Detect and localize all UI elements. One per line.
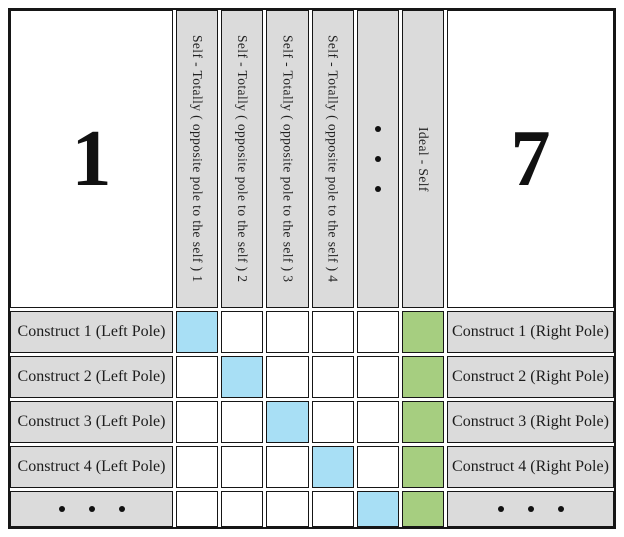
column-header-self-4: Self - Totally ( opposite pole to the se… [311,10,354,308]
scale-max-cell: 7 [447,10,614,308]
column-header-ideal-self-label: Ideal - Self [415,126,431,192]
dot-icon [527,506,534,512]
dot-icon [374,186,381,192]
rating-cell-r4-self-3 [266,446,309,488]
ellipsis-vertical-icon [374,126,381,192]
rating-cell-r2-more [356,356,399,398]
column-header-self-4-label: Self - Totally ( opposite pole to the se… [325,35,341,283]
row-3-left-pole-label: Construct 3 (Left Pole) [10,401,173,443]
rating-cell-r4-more [356,446,399,488]
rating-cell-r2-self-2 [221,356,264,398]
dot-icon [58,506,65,512]
rating-cell-r1-more [356,311,399,353]
rating-cell-r1-self-3 [266,311,309,353]
rating-cell-r3-ideal-self [401,401,444,443]
row-1-right-pole-label: Construct 1 (Right Pole) [447,311,614,353]
column-header-ellipsis [356,10,399,308]
dot-icon [88,506,95,512]
row-2-left-pole-label: Construct 2 (Left Pole) [10,356,173,398]
dot-icon [374,126,381,132]
rating-cell-r2-self-1 [176,356,219,398]
rating-cell-r1-ideal-self [401,311,444,353]
rating-cell-r4-ideal-self [401,446,444,488]
row-4-right-pole-label: Construct 4 (Right Pole) [447,446,614,488]
rating-cell-r5-self-2 [221,491,264,527]
column-header-ideal-self: Ideal - Self [401,10,444,308]
repertory-grid-table: 1 Self - Totally ( opposite pole to the … [8,8,616,529]
rating-cell-r1-self-1 [176,311,219,353]
column-header-self-2-label: Self - Totally ( opposite pole to the se… [235,35,251,283]
row-3-right-pole-label: Construct 3 (Right Pole) [447,401,614,443]
rating-cell-r5-more [356,491,399,527]
ellipsis-horizontal-icon [58,506,125,512]
scale-max-value: 7 [510,115,551,203]
scale-min-cell: 1 [10,10,173,308]
scale-min-value: 1 [71,115,112,203]
rating-cell-r3-self-2 [221,401,264,443]
rating-cell-r1-self-4 [311,311,354,353]
column-header-self-3: Self - Totally ( opposite pole to the se… [266,10,309,308]
rating-cell-r5-self-1 [176,491,219,527]
rating-cell-r4-self-4 [311,446,354,488]
row-more-right-pole-label [447,491,614,527]
rating-cell-r1-self-2 [221,311,264,353]
rating-cell-r3-self-4 [311,401,354,443]
rating-cell-r2-ideal-self [401,356,444,398]
rating-cell-r5-ideal-self [401,491,444,527]
column-header-self-2: Self - Totally ( opposite pole to the se… [221,10,264,308]
rating-cell-r5-self-3 [266,491,309,527]
rating-cell-r5-self-4 [311,491,354,527]
dot-icon [497,506,504,512]
rating-cell-r3-self-1 [176,401,219,443]
ellipsis-horizontal-icon [497,506,564,512]
column-header-self-1: Self - Totally ( opposite pole to the se… [176,10,219,308]
column-header-self-1-label: Self - Totally ( opposite pole to the se… [190,35,206,283]
dot-icon [118,506,125,512]
rating-cell-r2-self-4 [311,356,354,398]
rating-cell-r3-self-3 [266,401,309,443]
dot-icon [374,156,381,162]
rating-cell-r4-self-2 [221,446,264,488]
dot-icon [557,506,564,512]
row-more-left-pole-label [10,491,173,527]
rating-cell-r2-self-3 [266,356,309,398]
row-1-left-pole-label: Construct 1 (Left Pole) [10,311,173,353]
grid: 1 Self - Totally ( opposite pole to the … [10,10,614,527]
row-2-right-pole-label: Construct 2 (Right Pole) [447,356,614,398]
rating-cell-r3-more [356,401,399,443]
column-header-self-3-label: Self - Totally ( opposite pole to the se… [280,35,296,283]
rating-cell-r4-self-1 [176,446,219,488]
row-4-left-pole-label: Construct 4 (Left Pole) [10,446,173,488]
